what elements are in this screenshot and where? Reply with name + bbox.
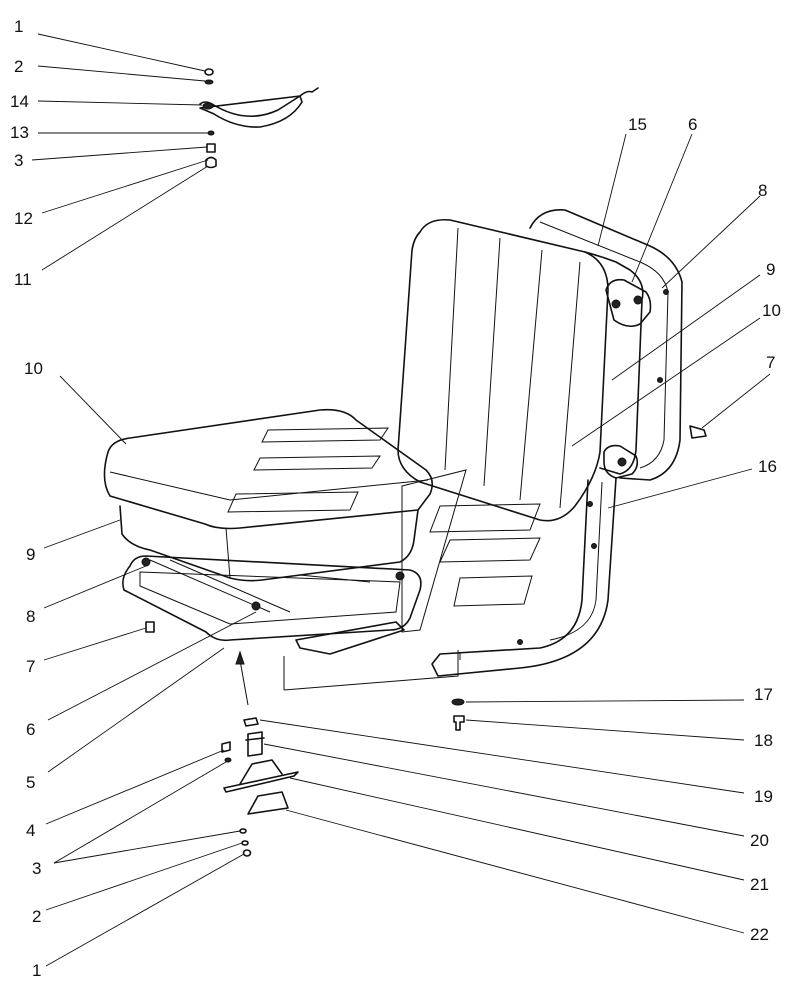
lock-washer (207, 130, 215, 136)
callout-1-top: 1 (14, 17, 23, 36)
callout-13: 13 (10, 123, 29, 142)
callout-10-right: 10 (762, 301, 781, 320)
hinge-bracket-upper (605, 278, 652, 328)
callout-9-left: 9 (26, 545, 35, 564)
ghost-plate (227, 427, 541, 633)
callout-4: 4 (26, 821, 35, 840)
callout-14: 14 (10, 92, 29, 111)
callout-11: 11 (14, 270, 32, 289)
hinge-bolt-lower (617, 457, 627, 467)
ghost-slots-left (227, 427, 389, 513)
callout-20: 20 (750, 831, 769, 850)
callout-3-bottom: 3 (32, 859, 41, 878)
seat-pan-edge (225, 527, 231, 579)
base-bolt-3 (395, 571, 405, 581)
nut-1-lower (242, 849, 252, 857)
assembly-arrow-line (239, 659, 249, 706)
callout-16: 16 (758, 457, 777, 476)
cover-22 (247, 791, 289, 815)
backrest-shell (584, 251, 644, 475)
backrest-frame-inner (539, 221, 669, 469)
callout-3-top: 3 (14, 151, 23, 170)
bushing (205, 156, 217, 169)
support-post-body (431, 477, 617, 677)
callout-labels: 1 2 14 13 3 12 11 15 6 8 9 10 7 10 16 9 … (10, 17, 781, 980)
lower-fastener-stack (221, 650, 465, 857)
plate-21 (223, 759, 299, 793)
upper-fastener-stack (199, 68, 319, 169)
post-hole-1 (591, 543, 597, 549)
leader-lines (31, 33, 771, 967)
backrest (397, 209, 707, 522)
callout-7-left: 7 (26, 657, 35, 676)
callout-15: 15 (628, 115, 647, 134)
seat-cushion-top (103, 408, 434, 530)
washer-3-lower (224, 757, 232, 763)
bolt-4 (221, 741, 231, 753)
callout-12: 12 (14, 209, 33, 228)
frame-hole-2 (663, 289, 669, 295)
callout-6-top: 6 (688, 115, 697, 134)
strap-hole (202, 102, 214, 110)
washer-17 (451, 698, 465, 706)
base-bolt-1 (141, 557, 151, 567)
backrest-cushion (397, 218, 609, 522)
slide-rails (149, 559, 371, 613)
seat-cushion (103, 408, 434, 582)
callout-2-top: 2 (14, 57, 23, 76)
callout-2-bottom: 2 (32, 907, 41, 926)
callout-18: 18 (754, 731, 773, 750)
support-post-edge (549, 481, 603, 641)
hinge-bolt-upper (611, 299, 621, 309)
assembly-arrow-head (235, 650, 245, 665)
base-bolt-2 (251, 601, 261, 611)
callout-6-left: 6 (26, 720, 35, 739)
washer-3b-lower (239, 828, 247, 834)
ghost-slots-right (401, 469, 541, 633)
frame-hole-1 (657, 377, 663, 383)
nut-top (204, 68, 214, 76)
support-post (431, 477, 617, 677)
bolt-18 (453, 715, 465, 731)
hinge-bracket-lower (603, 444, 639, 479)
callout-17: 17 (754, 685, 773, 704)
backrest-seams (444, 227, 581, 509)
base-frame-inner (139, 571, 401, 625)
callout-10-left: 10 (24, 359, 43, 378)
backrest-frame (529, 209, 683, 481)
washer-top (204, 79, 214, 85)
callout-1-bottom: 1 (32, 961, 41, 980)
mount-outline (283, 650, 459, 691)
stud-20 (245, 731, 265, 757)
post-hole-3 (517, 639, 523, 645)
callout-9-top: 9 (766, 260, 775, 279)
washer-2-lower (241, 840, 249, 846)
callout-8-top: 8 (758, 181, 767, 200)
callout-22: 22 (750, 925, 769, 944)
callout-7-right: 7 (766, 353, 775, 372)
callout-21: 21 (750, 875, 769, 894)
hinge-bolt-upper-2 (633, 295, 643, 305)
seat-pan (119, 505, 419, 582)
post-hole-2 (587, 501, 593, 507)
callout-8-left: 8 (26, 607, 35, 626)
bolt-upper (206, 143, 216, 153)
bolt-7-left (145, 621, 155, 633)
strap-bracket (199, 87, 319, 128)
pin-19 (243, 717, 259, 727)
callout-5: 5 (26, 773, 35, 792)
seat-cushion-seam (109, 471, 429, 501)
adjust-handle (295, 621, 405, 655)
callout-19: 19 (754, 787, 773, 806)
bolt-7-right (689, 425, 707, 439)
